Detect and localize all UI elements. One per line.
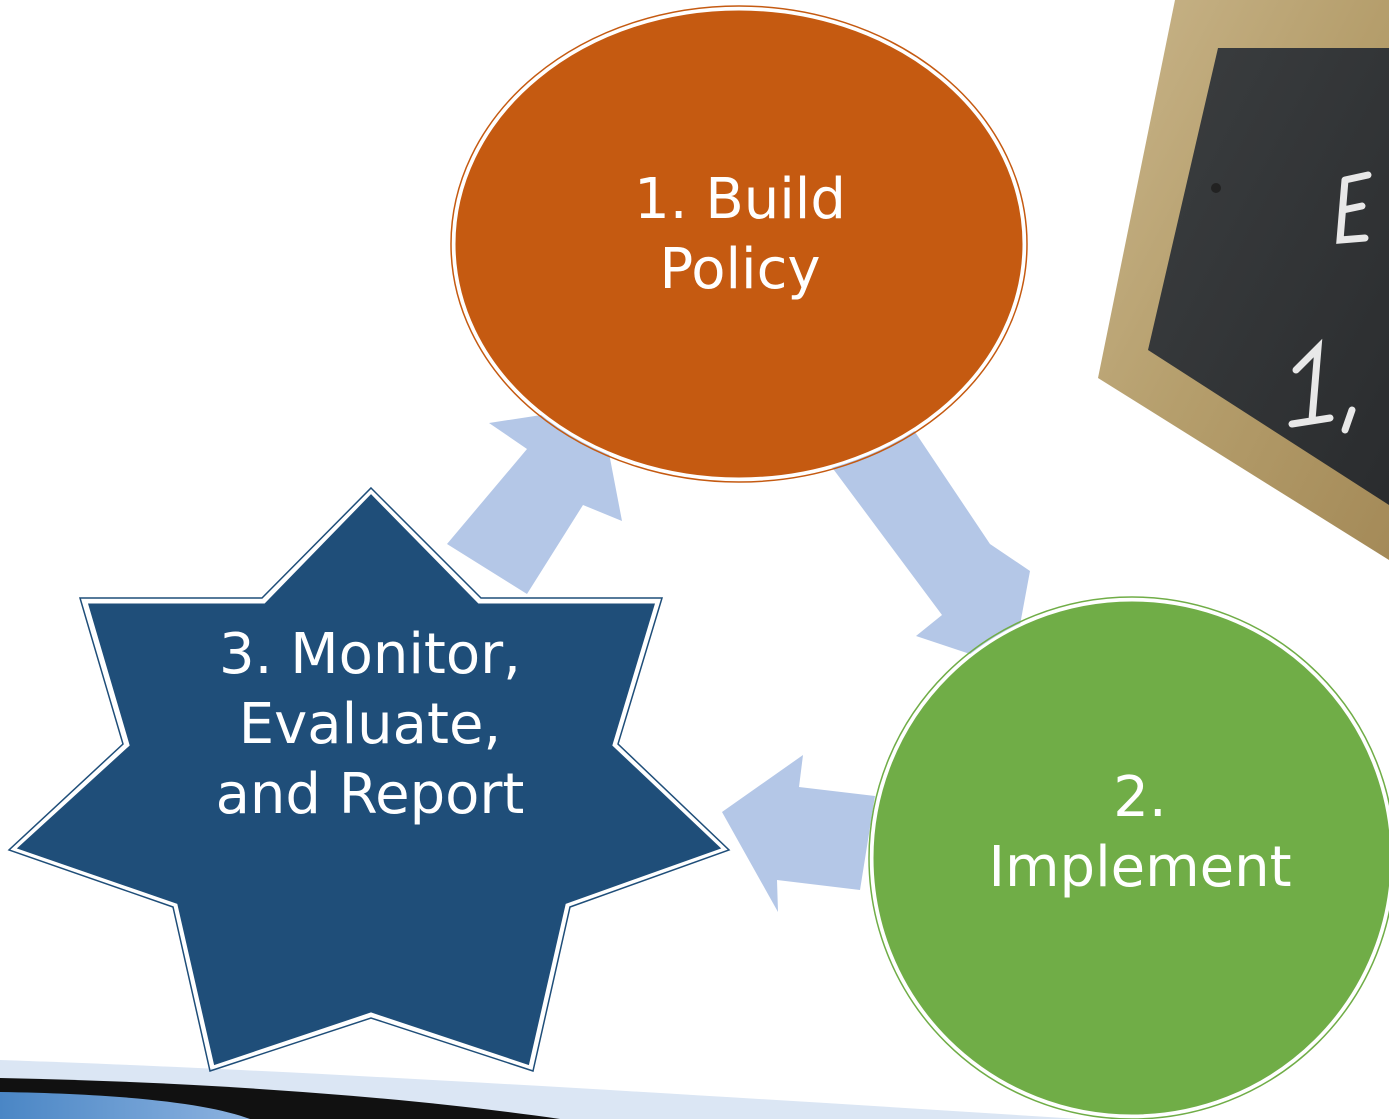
step2-label: 2. Implement: [935, 763, 1345, 903]
step3-label-line: 3. Monitor,: [219, 622, 521, 687]
step3-label-line: Evaluate,: [238, 692, 502, 757]
step1-label-line: Policy: [659, 237, 821, 302]
step2-label-line: 2.: [1113, 765, 1167, 830]
step1-shape: [450, 5, 1028, 483]
bottom-swoosh: [0, 1060, 1080, 1119]
step1-label: 1. Build Policy: [560, 165, 920, 305]
step3-label: 3. Monitor, Evaluate, and Report: [160, 620, 580, 830]
step2-shape: [868, 596, 1389, 1119]
chalkboard-image: [1098, 0, 1389, 560]
arrow-step2-to-step3: [722, 755, 875, 912]
step2-label-line: Implement: [988, 835, 1292, 900]
step3-shape: [7, 486, 731, 1072]
step1-label-line: 1. Build: [634, 167, 846, 232]
step3-label-line: and Report: [215, 762, 525, 827]
arrow-step1-to-step2: [831, 423, 1030, 668]
arrow-step3-to-step1: [447, 406, 622, 594]
